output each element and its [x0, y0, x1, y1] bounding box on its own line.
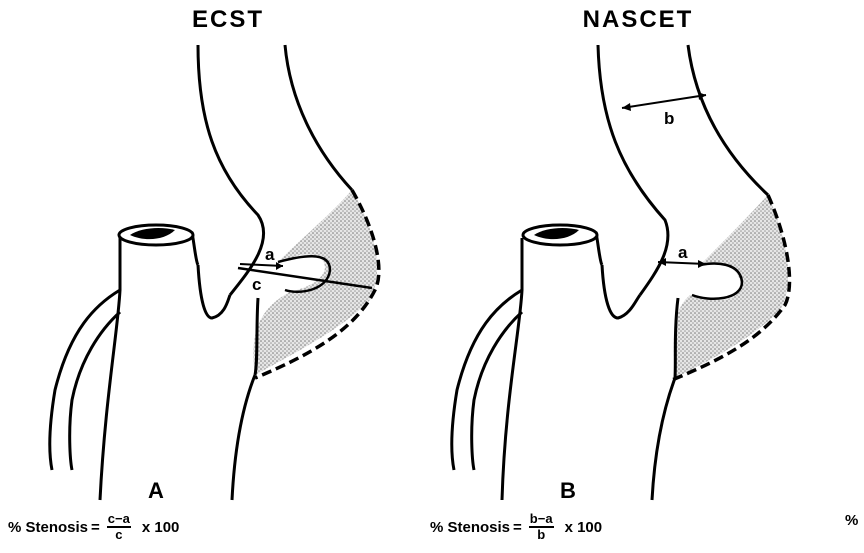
nascet-panel: b a NASCET B % Stenosis = b−a b x 100	[410, 0, 830, 553]
ica-right-wall	[285, 45, 352, 190]
panel-letter-b: B	[560, 478, 576, 504]
formula-multiplier: x 100	[142, 519, 180, 536]
formula-numerator: b−a	[529, 512, 554, 528]
label-a: a	[678, 243, 688, 262]
label-b: b	[664, 109, 674, 128]
arrow-a	[276, 262, 283, 270]
ica-right-wall	[688, 45, 768, 195]
label-a: a	[265, 245, 275, 264]
ica-left-wall	[198, 45, 264, 295]
formula-equals: =	[513, 519, 522, 536]
eca-left-wall	[502, 238, 522, 500]
formula-fraction: c−a c	[107, 512, 131, 542]
ecst-vessel-drawing: a c	[0, 0, 420, 553]
formula-multiplier: x 100	[565, 519, 603, 536]
panel-letter-a: A	[148, 478, 164, 504]
residual-lumen	[692, 264, 742, 299]
bifurcation	[198, 265, 230, 318]
formula-denominator: b	[537, 528, 545, 542]
ecst-formula: % Stenosis = c−a c x 100	[8, 512, 179, 542]
nascet-title: NASCET	[558, 6, 718, 34]
label-c: c	[252, 275, 261, 294]
formula-prefix: % Stenosis	[8, 519, 88, 536]
ecst-panel: a c ECST A % Stenosis = c−a c x 100	[0, 0, 420, 553]
ecst-title: ECST	[148, 6, 308, 34]
formula-denominator: c	[115, 528, 122, 542]
cca-right-wall	[232, 375, 255, 500]
cca-right-wall	[652, 378, 675, 500]
formula-prefix: % Stenosis	[430, 519, 510, 536]
ica-left-wall	[598, 45, 668, 295]
formula-numerator: c−a	[107, 512, 131, 528]
nascet-formula: % Stenosis = b−a b x 100	[430, 512, 602, 542]
nascet-vessel-drawing: b a	[410, 0, 830, 553]
eca-left-wall	[100, 238, 120, 500]
bifurcation	[602, 265, 640, 318]
cropped-formula-fragment: %	[845, 512, 858, 529]
formula-fraction: b−a b	[529, 512, 554, 542]
plaque-inner-edge	[255, 298, 258, 375]
formula-equals: =	[91, 519, 100, 536]
measure-line-b	[622, 95, 706, 108]
